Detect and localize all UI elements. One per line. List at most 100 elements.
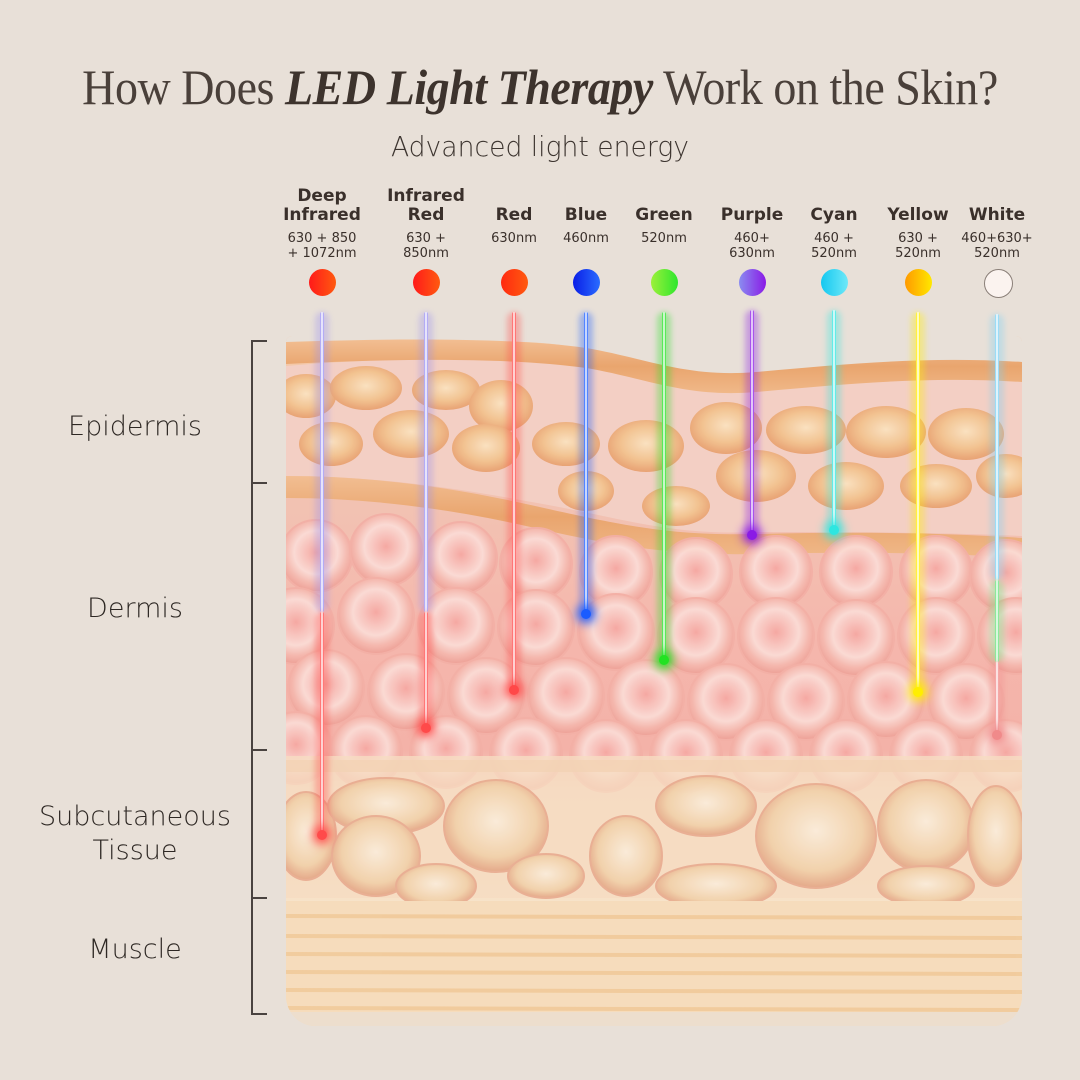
light-red: Red 630nm xyxy=(459,185,569,263)
beam-infrared-red xyxy=(424,612,428,728)
light-name-line2: White xyxy=(968,205,1026,225)
light-wavelength: 460 +520nm xyxy=(779,231,889,263)
beam-white xyxy=(995,662,999,735)
light-dot-infrared-red-icon xyxy=(412,269,440,296)
light-wavelength: 520nm xyxy=(609,231,719,263)
layer-label-epidermis: Epidermis xyxy=(68,411,202,442)
light-name-line1: Infrared xyxy=(387,186,465,206)
beam-endpoint-sparkle-icon xyxy=(421,723,431,733)
beam-yellow xyxy=(916,312,920,692)
wavelength-line1: 630 + xyxy=(406,231,446,246)
bracket-tick-muscle-top xyxy=(251,897,267,899)
wavelength-line1: 460+630+ xyxy=(961,231,1033,246)
light-name-line2: Green xyxy=(635,205,693,225)
light-wavelength: 630nm xyxy=(459,231,569,263)
wavelength-line2: 520nm xyxy=(974,246,1020,261)
bracket-tick-dermis-top xyxy=(251,482,267,484)
light-dot-yellow-icon xyxy=(904,269,932,296)
layer-label-subcutaneous-line2: Tissue xyxy=(92,835,178,866)
light-wavelength: 460nm xyxy=(531,231,641,263)
light-dot-white-icon xyxy=(983,269,1013,298)
beam-endpoint-sparkle-icon xyxy=(659,655,669,665)
wavelength-line1: 630nm xyxy=(491,231,537,246)
title-emphasis: LED Light Therapy xyxy=(285,59,653,115)
light-name-line2: Yellow xyxy=(887,205,949,225)
wavelength-line2: + 1072nm xyxy=(287,246,357,261)
beam-green xyxy=(662,312,666,660)
light-name: Red xyxy=(459,185,569,225)
light-dot-red-icon xyxy=(500,269,528,296)
wavelength-line1: 630 + xyxy=(898,231,938,246)
light-purple: Purple 460+630nm xyxy=(697,185,807,263)
beam-infrared-red xyxy=(424,312,428,612)
beam-cyan xyxy=(832,310,836,530)
skin-layers-illustration xyxy=(286,336,1022,1026)
light-name-line2: Infrared xyxy=(283,205,361,225)
light-white: White 460+630+520nm xyxy=(942,185,1052,263)
light-wavelength: 460+630nm xyxy=(697,231,807,263)
light-name-line2: Red xyxy=(495,205,533,225)
light-cyan: Cyan 460 +520nm xyxy=(779,185,889,263)
light-blue: Blue 460nm xyxy=(531,185,641,263)
subtitle: Advanced light energy xyxy=(390,130,690,163)
wavelength-line1: 520nm xyxy=(641,231,687,246)
light-name: Green xyxy=(609,185,719,225)
layer-label-muscle: Muscle xyxy=(88,934,182,965)
wavelength-line2: 520nm xyxy=(895,246,941,261)
wavelength-line1: 460nm xyxy=(563,231,609,246)
beam-blue xyxy=(584,312,588,614)
light-name: White xyxy=(942,185,1052,225)
wavelength-line2: 630nm xyxy=(729,246,775,261)
bracket-tick-epidermis-top xyxy=(251,340,267,342)
bracket-tick-muscle-bottom xyxy=(251,1013,267,1015)
light-dot-blue-icon xyxy=(572,269,600,296)
light-name-line2: Red xyxy=(407,205,445,225)
light-name-line2: Purple xyxy=(720,205,784,225)
beam-endpoint-sparkle-icon xyxy=(992,730,1002,740)
light-yellow: Yellow 630 +520nm xyxy=(863,185,973,263)
light-name: Purple xyxy=(697,185,807,225)
light-dot-cyan-icon xyxy=(820,269,848,296)
light-dot-purple-icon xyxy=(738,269,766,296)
layer-label-dermis: Dermis xyxy=(87,593,183,624)
light-name-line1: Deep xyxy=(297,186,347,206)
wavelength-line2: 850nm xyxy=(403,246,449,261)
beam-white xyxy=(995,580,999,662)
beam-red xyxy=(512,312,516,690)
light-name-line2: Cyan xyxy=(810,205,858,225)
light-wavelength: 630 + 850+ 1072nm xyxy=(267,231,377,263)
beam-endpoint-sparkle-icon xyxy=(317,830,327,840)
light-name-line2: Blue xyxy=(564,205,608,225)
beam-endpoint-sparkle-icon xyxy=(509,685,519,695)
beam-purple xyxy=(750,310,754,535)
wavelength-line1: 630 + 850 xyxy=(287,231,357,246)
bracket-tick-subcutaneous-top xyxy=(251,749,267,751)
wavelength-line1: 460+ xyxy=(734,231,770,246)
title-suffix: Work on the Skin? xyxy=(652,59,998,115)
beam-endpoint-sparkle-icon xyxy=(829,525,839,535)
light-name: Yellow xyxy=(863,185,973,225)
light-wavelength: 460+630+520nm xyxy=(942,231,1052,263)
light-dot-green-icon xyxy=(650,269,678,296)
layer-label-subcutaneous: Subcutaneous Tissue xyxy=(0,800,270,868)
title-prefix: How Does xyxy=(82,59,286,115)
layer-label-subcutaneous-line1: Subcutaneous xyxy=(39,801,231,832)
beam-endpoint-sparkle-icon xyxy=(913,687,923,697)
light-green: Green 520nm xyxy=(609,185,719,263)
beam-deep-infrared xyxy=(320,312,324,612)
light-wavelength: 630 +520nm xyxy=(863,231,973,263)
beam-white xyxy=(995,314,999,580)
skin-cross-section xyxy=(286,336,1022,1026)
beam-deep-infrared xyxy=(320,612,324,835)
beam-endpoint-sparkle-icon xyxy=(747,530,757,540)
wavelength-line1: 460 + xyxy=(814,231,854,246)
wavelength-line2: 520nm xyxy=(811,246,857,261)
light-wavelength: 630 +850nm xyxy=(371,231,481,263)
light-name: Cyan xyxy=(779,185,889,225)
light-dot-deep-infrared-icon xyxy=(308,269,336,296)
beam-endpoint-sparkle-icon xyxy=(581,609,591,619)
